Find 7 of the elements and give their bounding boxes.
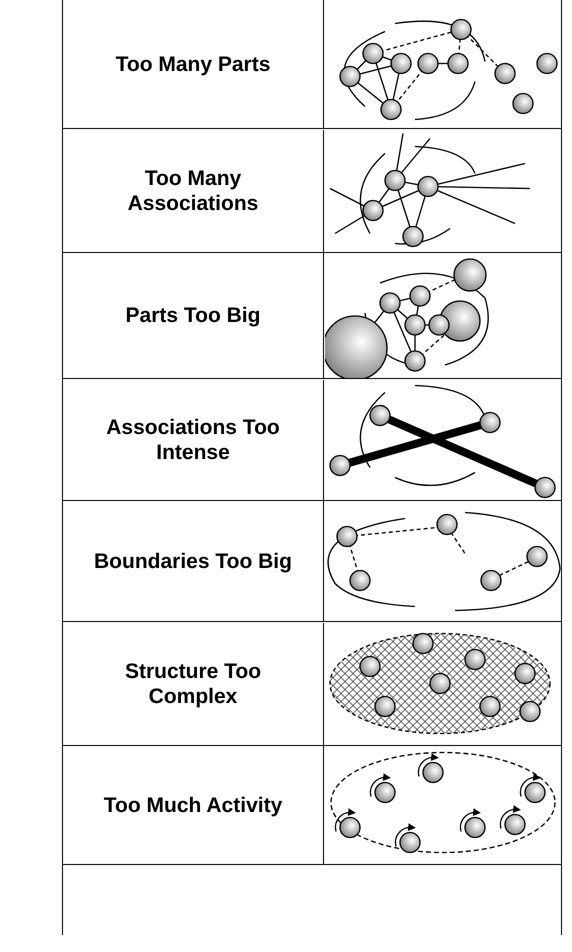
category-label: Associations Too Intense xyxy=(105,414,281,464)
category-label: Too Many Associations xyxy=(126,166,260,216)
category-label: Boundaries Too Big xyxy=(94,548,292,574)
category-label: Structure Too Complex xyxy=(124,658,262,708)
category-label: Too Many Parts xyxy=(116,52,270,76)
category-label: Too Much Activity xyxy=(104,792,282,818)
category-label: Parts Too Big xyxy=(126,303,260,328)
